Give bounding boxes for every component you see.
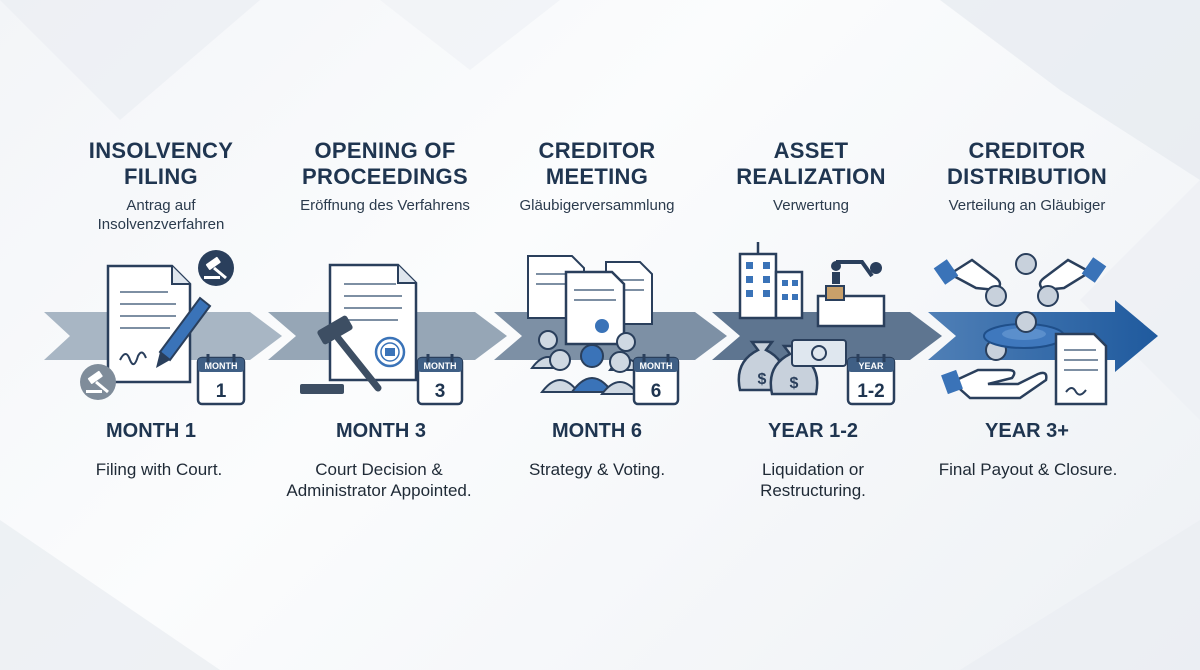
money-bag-icon: $ $	[737, 340, 819, 396]
stage-time: MONTH 1	[106, 420, 196, 442]
stage-description: Court Decision & Administrator Appointed…	[286, 460, 472, 500]
stage-title: OPENING OF PROCEEDINGS	[302, 138, 468, 189]
stage-subtitle: Antrag auf Insolvenzverfahren	[97, 197, 225, 233]
svg-text:$: $	[790, 375, 799, 392]
stage-title: CREDITOR MEETING	[538, 138, 656, 189]
calendar-value: 3	[435, 381, 446, 402]
calendar-label: MONTH	[640, 361, 673, 371]
stage-description: Liquidation or Restructuring.	[760, 460, 866, 500]
calendar-icon: MONTH 3	[416, 354, 464, 406]
stage-time: MONTH 6	[552, 420, 642, 442]
gavel-icon	[300, 315, 382, 394]
calendar-icon: YEAR 1-2	[846, 354, 896, 406]
calendar-icon: MONTH 6	[632, 354, 680, 406]
stage-title: INSOLVENCY FILING	[88, 138, 234, 189]
stage-description: Strategy & Voting.	[528, 460, 666, 479]
stage-description: Filing with Court.	[95, 460, 223, 479]
seal-icon	[374, 336, 406, 368]
svg-text:$: $	[758, 371, 767, 388]
gavel-icon	[80, 364, 116, 400]
stage-time: YEAR 3+	[985, 420, 1069, 442]
stage-subtitle: Gläubigerversammlung	[519, 197, 675, 214]
stage-opening-of-proceedings: OPENING OF PROCEEDINGS Eröffnung des Ver…	[285, 138, 485, 215]
stage-creditor-distribution: CREDITOR DISTRIBUTION Verteilung an Gläu…	[927, 138, 1127, 215]
coin-pool-icon	[983, 311, 1065, 349]
people-icon	[530, 330, 644, 395]
stage-creditor-meeting: CREDITOR MEETING Gläubigerversammlung	[497, 138, 697, 215]
stage-subtitle: Eröffnung des Verfahrens	[300, 197, 470, 214]
calendar-label: MONTH	[424, 361, 457, 371]
stage-subtitle: Verwertung	[773, 197, 849, 214]
stage-description: Final Payout & Closure.	[938, 460, 1118, 479]
calendar-icon: MONTH 1	[196, 354, 246, 406]
stage-title: ASSET REALIZATION	[736, 138, 886, 189]
stage-subtitle: Verteilung an Gläubiger	[948, 197, 1106, 214]
calendar-label: MONTH	[205, 361, 238, 371]
gavel-icon	[198, 250, 234, 286]
calendar-value: 6	[651, 381, 662, 402]
calendar-value: 1	[216, 381, 227, 402]
stage-insolvency-filing: INSOLVENCY FILING Antrag auf Insolvenzve…	[61, 138, 261, 234]
stage-time: YEAR 1-2	[767, 420, 859, 442]
stage-title: CREDITOR DISTRIBUTION	[946, 138, 1108, 189]
building-icon	[738, 242, 804, 320]
document-icon	[106, 264, 192, 384]
documents-icon	[527, 255, 653, 346]
factory-icon	[816, 260, 886, 328]
stage-time: MONTH 3	[336, 420, 426, 442]
pen-icon	[156, 296, 212, 368]
calendar-value: 1-2	[857, 381, 884, 402]
stage-asset-realization: ASSET REALIZATION Verwertung	[711, 138, 911, 215]
document-icon	[1054, 332, 1108, 406]
calendar-label: YEAR	[858, 361, 884, 371]
banknote-icon	[791, 339, 847, 367]
